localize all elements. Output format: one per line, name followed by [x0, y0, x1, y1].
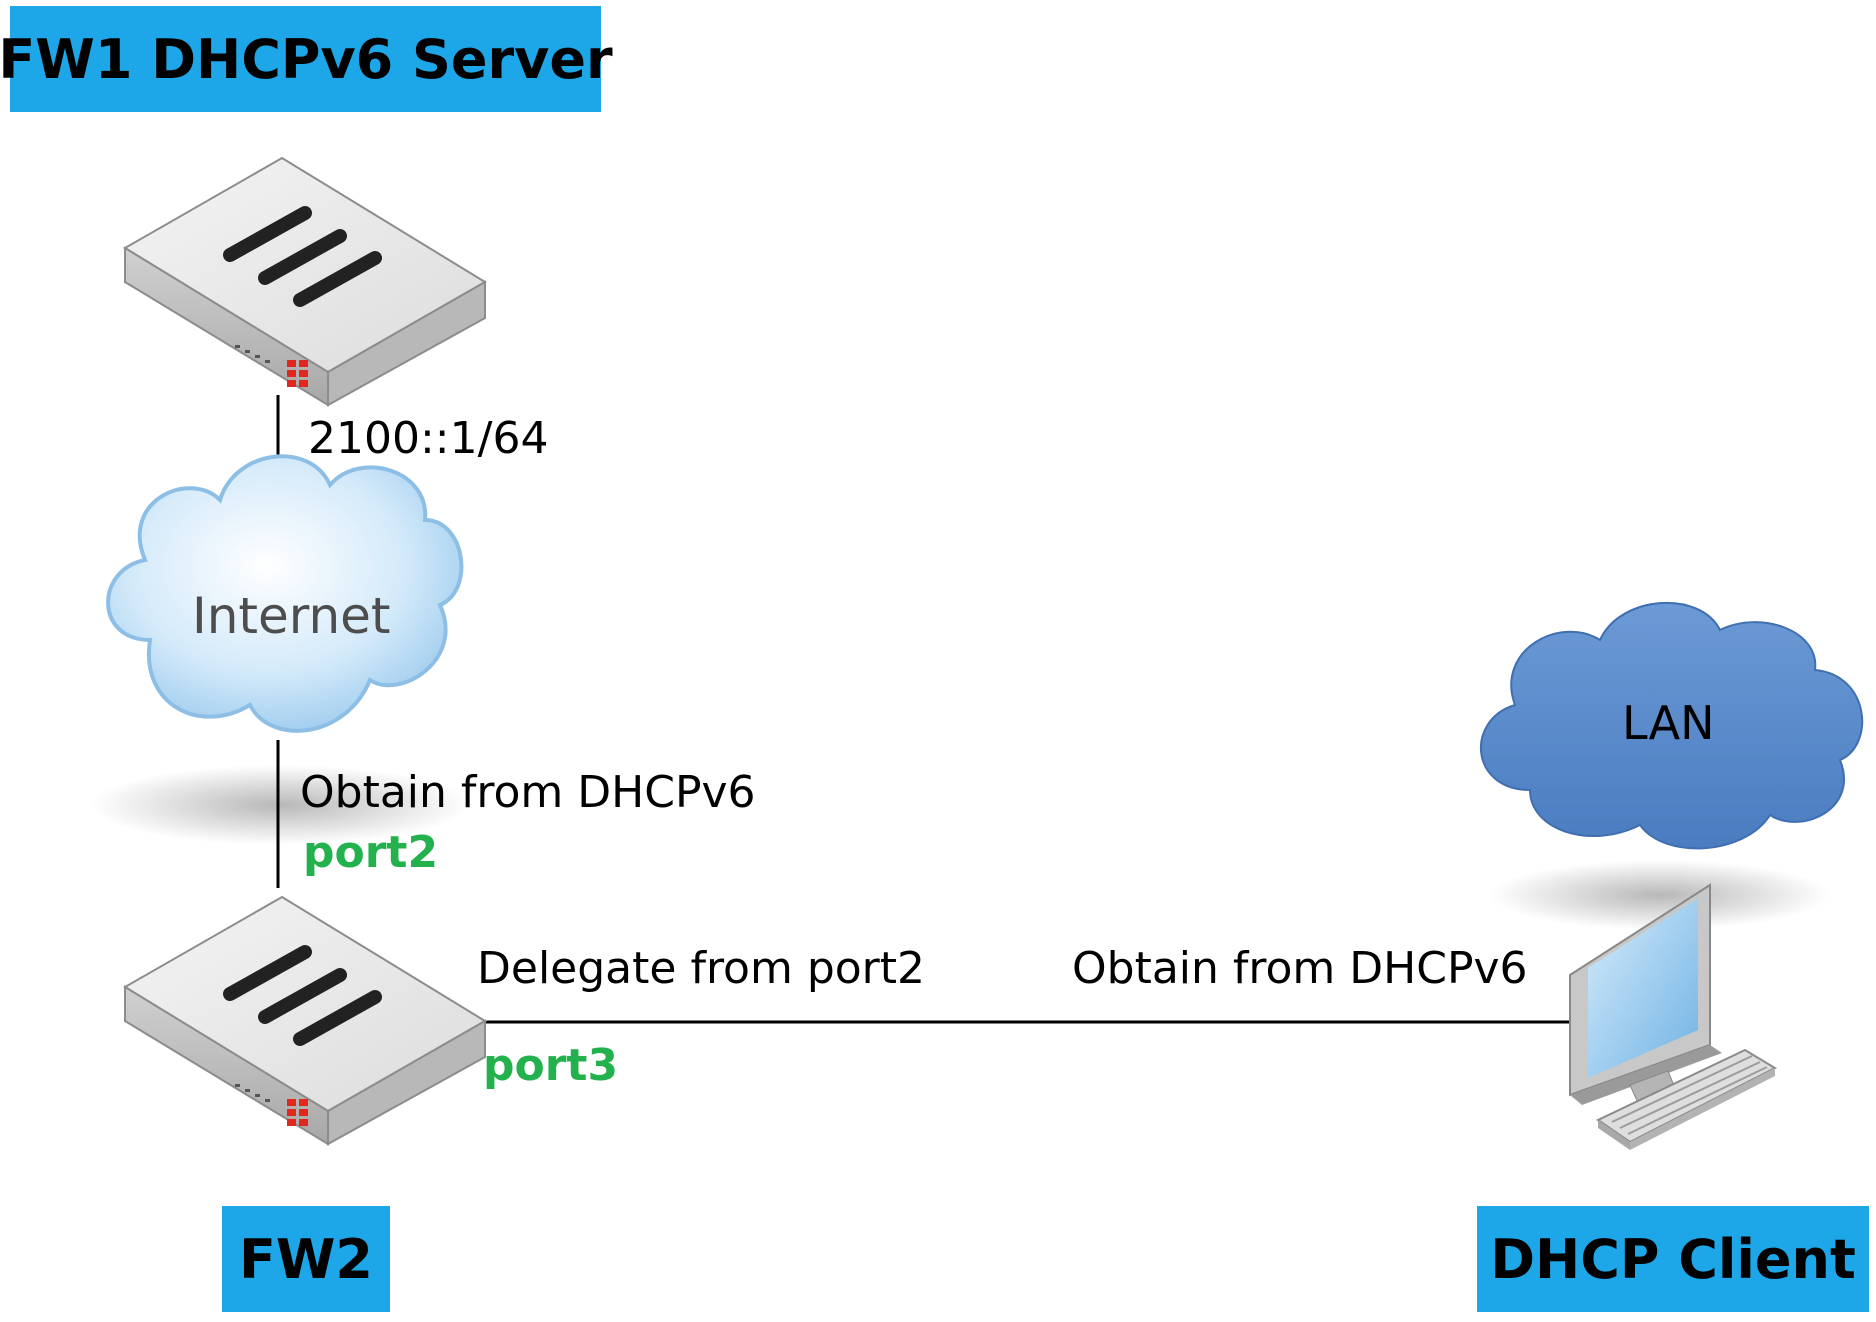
- internet-shadow: [90, 765, 470, 845]
- cloud-icon: [106, 454, 464, 733]
- fw2-lan-mode: Delegate from port2: [477, 943, 926, 994]
- lan-cloud-label: LAN: [1622, 696, 1715, 750]
- lan-shadow: [1490, 860, 1830, 930]
- fw2-lan-port: port3: [483, 1040, 619, 1091]
- fw2-wan-port: port2: [303, 827, 439, 878]
- fw2-title-label: FW2: [222, 1206, 390, 1312]
- internet-cloud-label: Internet: [192, 587, 391, 645]
- client-title-label: DHCP Client: [1477, 1206, 1869, 1312]
- desktop-computer-icon: [1569, 883, 1778, 1150]
- fw1-title-label: FW1 DHCPv6 Server: [0, 6, 613, 112]
- fw1-interface-ip: 2100::1/64: [308, 413, 549, 464]
- firewall-appliance-icon: [123, 895, 487, 1146]
- firewall-appliance-icon: [123, 156, 487, 407]
- client-mode: Obtain from DHCPv6: [1072, 943, 1528, 994]
- fw2-wan-mode: Obtain from DHCPv6: [300, 767, 756, 818]
- cloud-icon: [1480, 601, 1864, 850]
